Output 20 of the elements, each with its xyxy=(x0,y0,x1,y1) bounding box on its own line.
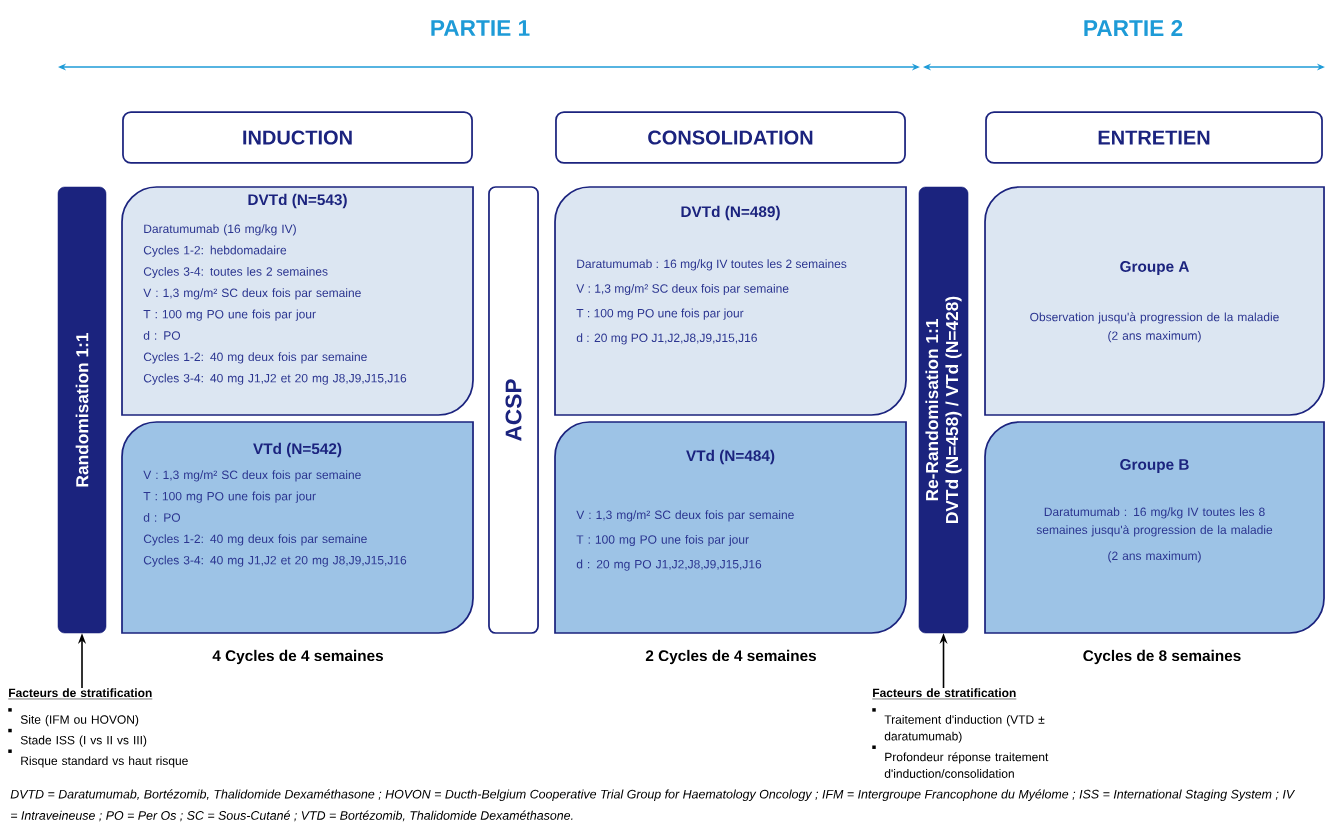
stratification-list: Facteurs de stratification Traitement d'induction (VTD ± daratumumab) Profondeur réponse traitement d'induction/consolidation xyxy=(872,688,1049,778)
phase-box: CONSOLIDATION xyxy=(555,111,906,164)
treatment-box: Groupe A Observation jusqu'à progression de la maladie (2 ans maximum) xyxy=(984,186,1325,416)
treatment-box: DVTd (N=543) Daratumumab (16 mg/kg IV) Cycles 1-2: hebdomadaire Cycles 3-4: toutes les 2 semaines V : 1,3 mg/m² SC deux fois par semaine T : 100 mg PO une fois par jour d : PO Cycles 1-2: 40 mg deux fois par semaine Cycles 3-4: 40 mg J1,J2 et 20 mg J8,J9,J15,J16 xyxy=(121,186,474,416)
phase-box: INDUCTION xyxy=(122,111,473,164)
randomisation-bar: Randomisation 1:1 xyxy=(57,186,107,634)
duration-label: Cycles de 8 semaines xyxy=(1083,649,1241,665)
duration-label: 2 Cycles de 4 semaines xyxy=(645,649,817,665)
acsp-bar: ACSP xyxy=(488,186,539,634)
treatment-box: DVTd (N=489) Daratumumab : 16 mg/kg IV toutes les 2 semaines V : 1,3 mg/m² SC deux fois par semaine T : 100 mg PO une fois par jour d : 20 mg PO J1,J2,J8,J9,J15,J16 xyxy=(554,186,907,416)
treatment-box: VTd (N=542) V : 1,3 mg/m² SC deux fois par semaine T : 100 mg PO une fois par jour d : PO Cycles 1-2: 40 mg deux fois par semaine Cycles 3-4: 40 mg J1,J2 et 20 mg J8,J9,J15,J16 xyxy=(121,421,474,634)
duration-label: 4 Cycles de 4 semaines xyxy=(212,649,383,665)
treatment-box: VTd (N=484) V : 1,3 mg/m² SC deux fois par semaine T : 100 mg PO une fois par jour d : 20 mg PO J1,J2,J8,J9,J15,J16 xyxy=(554,421,907,634)
stratification-list: Facteurs de stratification Site (IFM ou HOVON) Stade ISS (I vs II vs III) Risque standard vs haut risque xyxy=(8,688,188,768)
footnote: DVTD = Daratumumab, Bortézomib, Thalidomide Dexaméthasone ; HOVON = Ducth-Belgium Cooperative Trial Group for Haematology Oncology ; IFM = Intergroupe Francophone du Myélome ; ISS = International Staging System ; IV = Intraveineuse ; PO = Per Os ; SC = Sous-Cutané ; VTD = Bortézomib, Thalidomide Dexaméthasone. xyxy=(10,789,1296,822)
part-heading: PARTIE 1 xyxy=(431,20,530,36)
randomisation-bar: Re-Randomisation 1:1 DVTd (N=458) / VTd (N=428) xyxy=(918,186,969,634)
treatment-box: Groupe B Daratumumab : 16 mg/kg IV toutes les 8 semaines jusqu'à progression de la maladie (2 ans maximum) xyxy=(984,421,1325,634)
phase-box: ENTRETIEN xyxy=(985,111,1323,164)
part-heading: PARTIE 2 xyxy=(1084,20,1183,36)
